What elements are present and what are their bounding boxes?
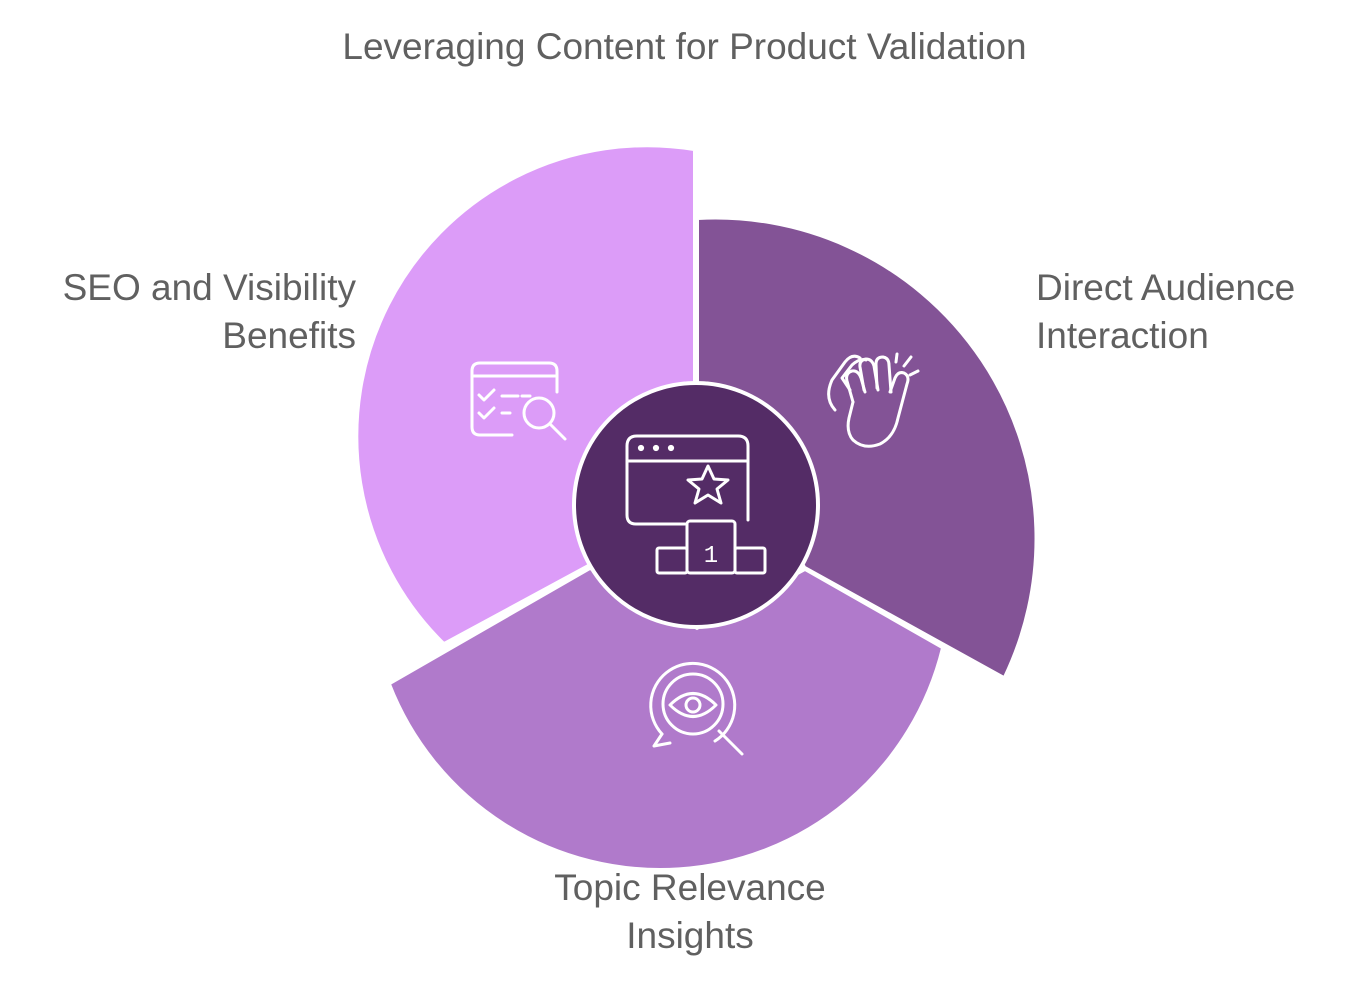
label-topic-line-2: Insights (626, 915, 754, 956)
label-audience-line-1: Direct Audience (1036, 267, 1296, 308)
center-circle (572, 381, 820, 629)
label-topic-relevance: Topic Relevance Insights (490, 864, 890, 960)
checklist-magnifier-icon (470, 361, 567, 441)
segment-direct-audience (697, 217, 1037, 679)
clapping-hands-icon (827, 352, 920, 448)
label-seo-line-2: Benefits (222, 315, 356, 356)
label-topic-line-1: Topic Relevance (554, 867, 826, 908)
label-audience-line-2: Interaction (1036, 315, 1209, 356)
podium-number: 1 (704, 543, 718, 570)
eye-search-icon (649, 661, 744, 756)
label-seo-line-1: SEO and Visibility (62, 267, 356, 308)
label-direct-audience: Direct Audience Interaction (1036, 264, 1356, 360)
label-seo-visibility: SEO and Visibility Benefits (40, 264, 356, 360)
ranking-podium-star-icon (625, 434, 767, 575)
diagram-title: Leveraging Content for Product Validatio… (342, 26, 1027, 67)
